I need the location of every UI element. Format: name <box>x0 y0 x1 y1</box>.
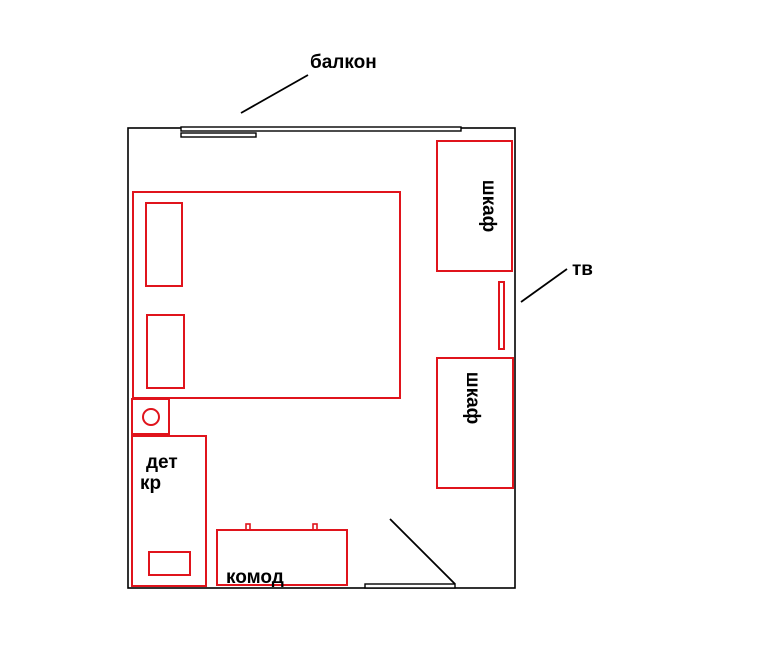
pillow-top <box>145 202 183 287</box>
wardrobe-top-label: шкаф <box>478 180 499 233</box>
dresser-label: комод <box>226 567 284 588</box>
balcony-label: балкон <box>310 52 377 73</box>
pillow-bottom <box>146 314 185 389</box>
balcony-leader-line <box>240 74 309 114</box>
dresser-handle-left <box>245 523 251 531</box>
entrance-door <box>364 518 456 589</box>
kids-bed-label-line2: кр <box>140 473 161 494</box>
wardrobe-bottom-label: шкаф <box>462 372 483 425</box>
tv <box>498 281 505 350</box>
balcony-door <box>180 126 462 138</box>
kids-bed-pillow <box>148 551 191 576</box>
kids-bed-label-line1: дет <box>146 452 178 473</box>
wardrobe-top <box>436 140 513 272</box>
dresser-handle-right <box>312 523 318 531</box>
lamp-icon <box>142 408 160 426</box>
wardrobe-bottom <box>436 357 514 489</box>
kids-bed <box>131 435 207 587</box>
tv-leader-line <box>520 268 568 303</box>
dresser <box>216 523 348 586</box>
nightstand <box>131 398 170 435</box>
double-bed <box>132 191 401 399</box>
tv-label: тв <box>572 259 593 280</box>
